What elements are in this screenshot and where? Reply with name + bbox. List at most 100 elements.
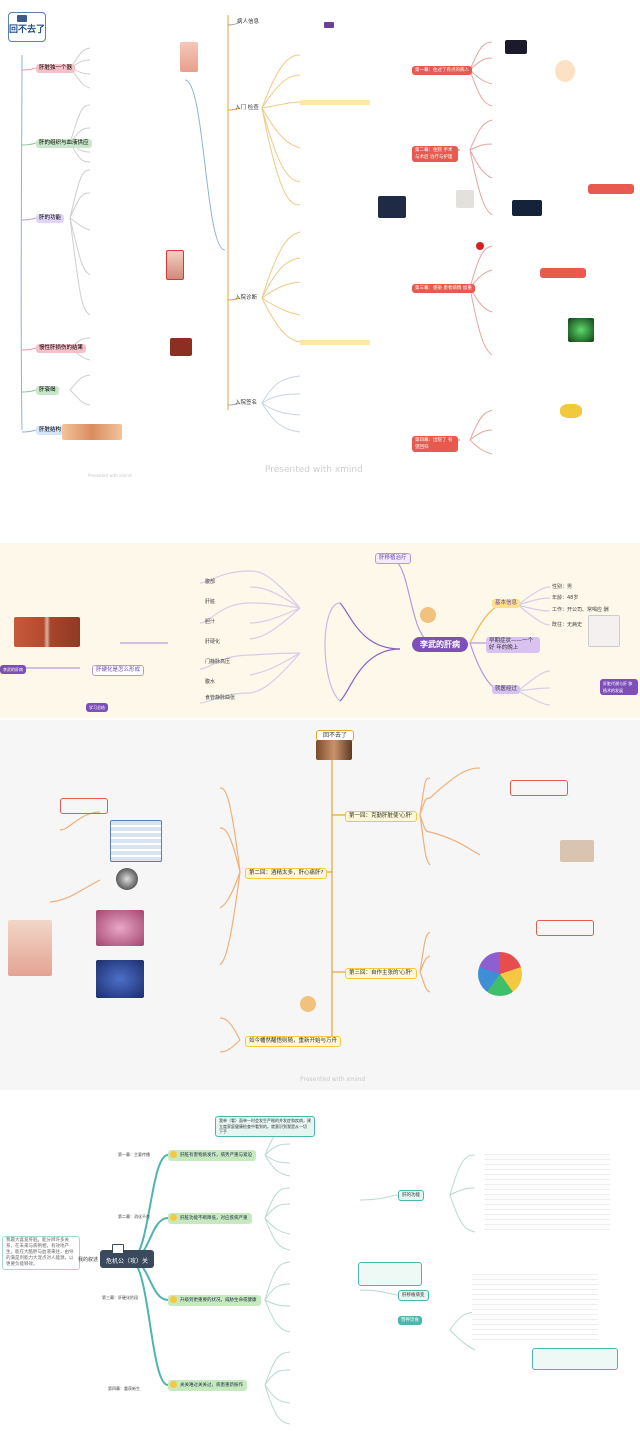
p4-step-1: 第一幕：主要传播: [118, 1152, 150, 1157]
doctor-figure-icon: [420, 607, 436, 623]
p4-branch-2: 肝脏功能不断降低，对应疾病严重: [168, 1213, 252, 1224]
panel1-title: 回不去了: [8, 12, 46, 42]
watermark: Presented with xmind: [300, 1076, 366, 1083]
organ-illustration-2: [166, 250, 184, 280]
p4-right-note-2: 肝移植病变: [398, 1290, 429, 1301]
p2-mid-label-2: 肝脏: [205, 599, 216, 605]
p1-right-box-3: 第三幕：感染 患者病情 加重: [412, 284, 475, 293]
p2-mid-label-6: 腹水: [205, 679, 216, 685]
highlight-bar: [300, 100, 370, 105]
p1-center-branch-3: 入院诊断: [235, 295, 258, 301]
p2-left-tag: 李武的肝病: [0, 665, 26, 674]
p2-branch-early-symptoms: 早期症状——一个好 年的晚上: [486, 637, 540, 653]
p1-center-branch-1: 病人信息: [237, 19, 260, 25]
p2-info-gender: 性别：男: [552, 584, 573, 590]
p4-right-note-1: 肝的功能: [398, 1190, 424, 1201]
p1-right-box-4: 第四幕：出院了 有望回归: [412, 436, 458, 452]
p2-branch-basic-info: 基本信息: [492, 599, 521, 608]
p4-center-node: 危机公（攻）关: [100, 1250, 155, 1268]
p3-red-note-1: [60, 798, 108, 814]
step-4-icon: [170, 1381, 177, 1388]
mindmap-panel-3: 回不去了 第一回：克勤肝脏使'心肝' 第二回：酒精太多，肝心痛肝? 第三回：自作…: [0, 720, 640, 1090]
scan-image-2: [512, 200, 542, 216]
p4-left-note: 我最大喜爱肝脏。能分辨许多关系，在未来与病例相，有效地产生，能在大酷胖与血液来往…: [2, 1236, 80, 1270]
p4-text-block-2: [472, 1270, 598, 1342]
p1-left-branch-2: 肝的组织与血液供应: [36, 139, 92, 148]
ct-scan-image: [505, 40, 527, 54]
liver-comparison-photo: [14, 617, 80, 647]
p2-info-history: 既往：无病史: [552, 622, 583, 628]
p2-bottom-left-tag: 学习总结: [86, 703, 108, 712]
p4-top-note: 我单（看）面单一时会发生严格的并发症和疾病，建立度家庭健康检查中看到的。就意识到…: [215, 1116, 315, 1137]
p1-left-branch-1: 肝脏独一个器: [36, 64, 76, 73]
p1-right-box-1: 第一幕：住过了有点的病人: [412, 66, 472, 75]
p2-branch-medical-history: 就医经过: [492, 685, 521, 694]
step-3-icon: [170, 1296, 177, 1303]
p2-right-tag: 肝脏代谢与肝 移植术的发展: [600, 679, 638, 695]
organ-illustration-1: [180, 42, 198, 72]
liver-anatomy-chart: [588, 615, 620, 647]
panel2-connectors: [0, 560, 551, 706]
p2-info-age: 年龄：48岁: [552, 595, 579, 601]
p3-red-note-2: [510, 780, 568, 796]
xray-image: [116, 868, 138, 890]
step-1-icon: [170, 1151, 177, 1158]
step-2-icon: [170, 1214, 177, 1221]
p2-mid-label-4: 肝硬化: [205, 639, 221, 645]
p3-red-note-3: [536, 920, 594, 936]
p4-step-4: 第四幕：重获新生: [108, 1386, 140, 1391]
bacteria-image: [568, 318, 594, 342]
p1-left-branch-4: 慢性肝损伤的结果: [36, 344, 87, 353]
p4-step-3: 第三幕：肝硬化阶段: [102, 1295, 138, 1300]
liver-illustration: [62, 424, 122, 440]
p4-green-callout-2: [532, 1348, 618, 1370]
histology-image-2: [96, 960, 144, 998]
p2-mid-label-5: 门静脉高压: [205, 659, 231, 665]
p3-section-4: 如今幡然醒悟则随，重新开始与万舟: [245, 1036, 342, 1047]
watermark: Presented with xmind: [265, 465, 363, 475]
doctor-cartoon-2: [300, 996, 316, 1012]
panel1-title-icon: [17, 15, 27, 22]
highlight-bar: [300, 340, 370, 345]
nurse-photo: [456, 190, 474, 208]
p2-info-work: 工作：开公司、常喝应 酬: [552, 607, 609, 613]
p1-left-branch-3: 肝的功能: [36, 214, 65, 223]
panel1-connectors: [20, 15, 493, 455]
diet-wheel-image: [478, 952, 522, 996]
mri-image: [378, 196, 406, 218]
p2-top-node: 肝移植治疗: [375, 553, 411, 564]
mindmap-panel-4: 我最大喜爱肝脏。能分辨许多关系，在未来与病例相，有效地产生，能在大酷胖与血液来往…: [0, 1100, 640, 1440]
p2-left-node: 肝硬化是怎么形成: [92, 665, 145, 676]
mindmap-panel-2: 肝移植治疗 李武的肝病 基本信息 早期症状——一个好 年的晚上 就医经过 性别：…: [0, 543, 640, 718]
p4-branch-1: 肝脏有害物质发作，病势严重与紧迫: [168, 1150, 256, 1161]
p4-right-note-3: 营养饮食: [398, 1316, 422, 1325]
purple-tag: [324, 22, 334, 28]
p4-branch-3: 升级到更重要的状况，威胁生命或健康: [168, 1295, 261, 1306]
body-anatomy-image: [8, 920, 52, 976]
histology-image-1: [96, 910, 144, 946]
p3-section-1: 第一回：克勤肝脏使'心肝': [345, 811, 417, 822]
p1-right-box-2: 第二幕：住院 手术与术后 治疗与护理: [412, 146, 458, 162]
p3-title-image: [316, 740, 352, 760]
warning-icon: [476, 242, 484, 250]
p1-red-note-2: [588, 184, 634, 194]
briefcase-icon: [112, 1244, 124, 1254]
lemons-image: [560, 404, 582, 418]
p1-left-branch-5: 肝衰竭: [36, 386, 59, 395]
p1-red-note: [540, 268, 586, 278]
p1-center-branch-2: 入门 检查: [235, 105, 259, 111]
p1-left-branch-6: 肝脏结构: [36, 426, 65, 435]
p4-branch-4: 关关难过关关过，病患重新振作: [168, 1380, 247, 1391]
p2-mid-label-7: 食管静脉曲张: [205, 695, 236, 701]
p4-left-label: 我的叙述: [78, 1257, 99, 1263]
mother-child-photo: [560, 840, 594, 862]
watermark-small: Presented with xmind: [88, 473, 132, 478]
doctor-cartoon: [555, 60, 575, 82]
p4-step-2: 第二幕：消化不良: [118, 1214, 150, 1219]
mindmap-panel-1: 回不去了 肝脏独一个器 肝的组织与血液供应 肝的功能 慢性肝损伤的结果 肝衰竭 …: [0, 0, 640, 485]
p3-section-2: 第二回：酒精太多，肝心痛肝?: [245, 868, 328, 879]
p2-mid-label-1: 腹部: [205, 579, 216, 585]
p2-center-node: 李武的肝病: [412, 637, 468, 652]
p4-text-block-1: [484, 1150, 610, 1232]
p3-section-3: 第三回：自作主张的'心肝': [345, 968, 417, 979]
